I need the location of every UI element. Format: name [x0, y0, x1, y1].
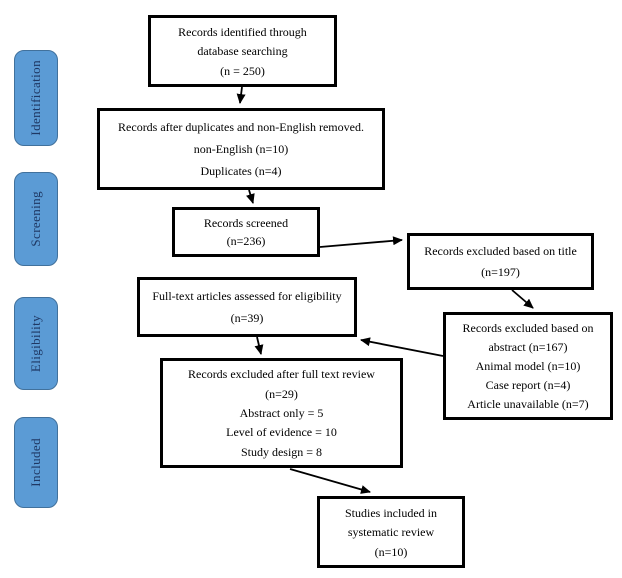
arrow-duplicates-to-screened — [246, 189, 255, 204]
node-line: Records screened — [203, 215, 289, 230]
node-line: Records excluded based on — [462, 321, 594, 335]
stage-label: Identification — [28, 60, 43, 136]
node-line: abstract (n=167) — [488, 340, 568, 354]
node-line: Records after duplicates and non-English… — [118, 120, 364, 134]
stage-label: Eligibility — [28, 314, 43, 373]
arrow-excluded-abstract-to-fulltext — [360, 337, 444, 357]
node-line: Level of evidence = 10 — [226, 425, 337, 440]
node-line: Full-text articles assessed for eligibil… — [152, 289, 342, 303]
node-line: Records excluded based on title — [424, 244, 577, 258]
node-line: Abstract only = 5 — [239, 405, 324, 420]
arrow-excluded-fulltext-to-included — [289, 468, 371, 494]
stage-identification: Identification — [14, 50, 58, 146]
node-line: systematic review — [347, 525, 435, 539]
node-line: non-English (n=10) — [193, 142, 289, 156]
node-line: (n=197) — [481, 265, 520, 279]
node-excluded-by-title: Records excluded based on title (n=197) — [407, 233, 594, 290]
node-line: (n=236) — [226, 234, 266, 249]
node-excluded-by-abstract: Records excluded based on abstract (n=16… — [443, 312, 613, 420]
node-line: (n=10) — [374, 544, 408, 559]
node-line: (n = 250) — [220, 63, 265, 78]
stage-eligibility: Eligibility — [14, 297, 58, 390]
node-line: (n=29) — [265, 386, 298, 401]
node-line: Studies included in — [345, 505, 437, 520]
stage-included: Included — [14, 417, 58, 508]
node-line: Records excluded after full text review — [188, 367, 375, 382]
node-excluded-after-fulltext: Records excluded after full text review … — [160, 358, 403, 468]
node-studies-included: Studies included in systematic review (n… — [317, 496, 465, 568]
node-line: Article unavailable (n=7) — [467, 397, 589, 411]
node-line: Records identified through — [178, 24, 307, 39]
node-line: Case report (n=4) — [485, 378, 571, 392]
node-records-identified: Records identified through database sear… — [148, 15, 337, 87]
stage-label: Included — [28, 438, 43, 487]
node-records-screened: Records screened (n=236) — [172, 207, 320, 257]
node-line: Animal model (n=10) — [475, 359, 581, 373]
arrow-excluded-title-to-excluded-abstract — [511, 289, 534, 309]
node-line: database searching — [197, 44, 288, 58]
node-fulltext-assessed: Full-text articles assessed for eligibil… — [137, 277, 357, 337]
stage-label: Screening — [28, 191, 43, 247]
node-records-after-duplicates: Records after duplicates and non-English… — [97, 108, 385, 190]
node-line: (n=39) — [230, 311, 264, 325]
arrow-identified-to-duplicates — [236, 86, 246, 104]
arrow-screened-to-fulltext — [254, 336, 264, 355]
node-line: Duplicates (n=4) — [200, 164, 282, 178]
arrow-screened-to-excluded-title — [319, 236, 403, 248]
node-line: Study design = 8 — [240, 444, 323, 459]
stage-screening: Screening — [14, 172, 58, 266]
